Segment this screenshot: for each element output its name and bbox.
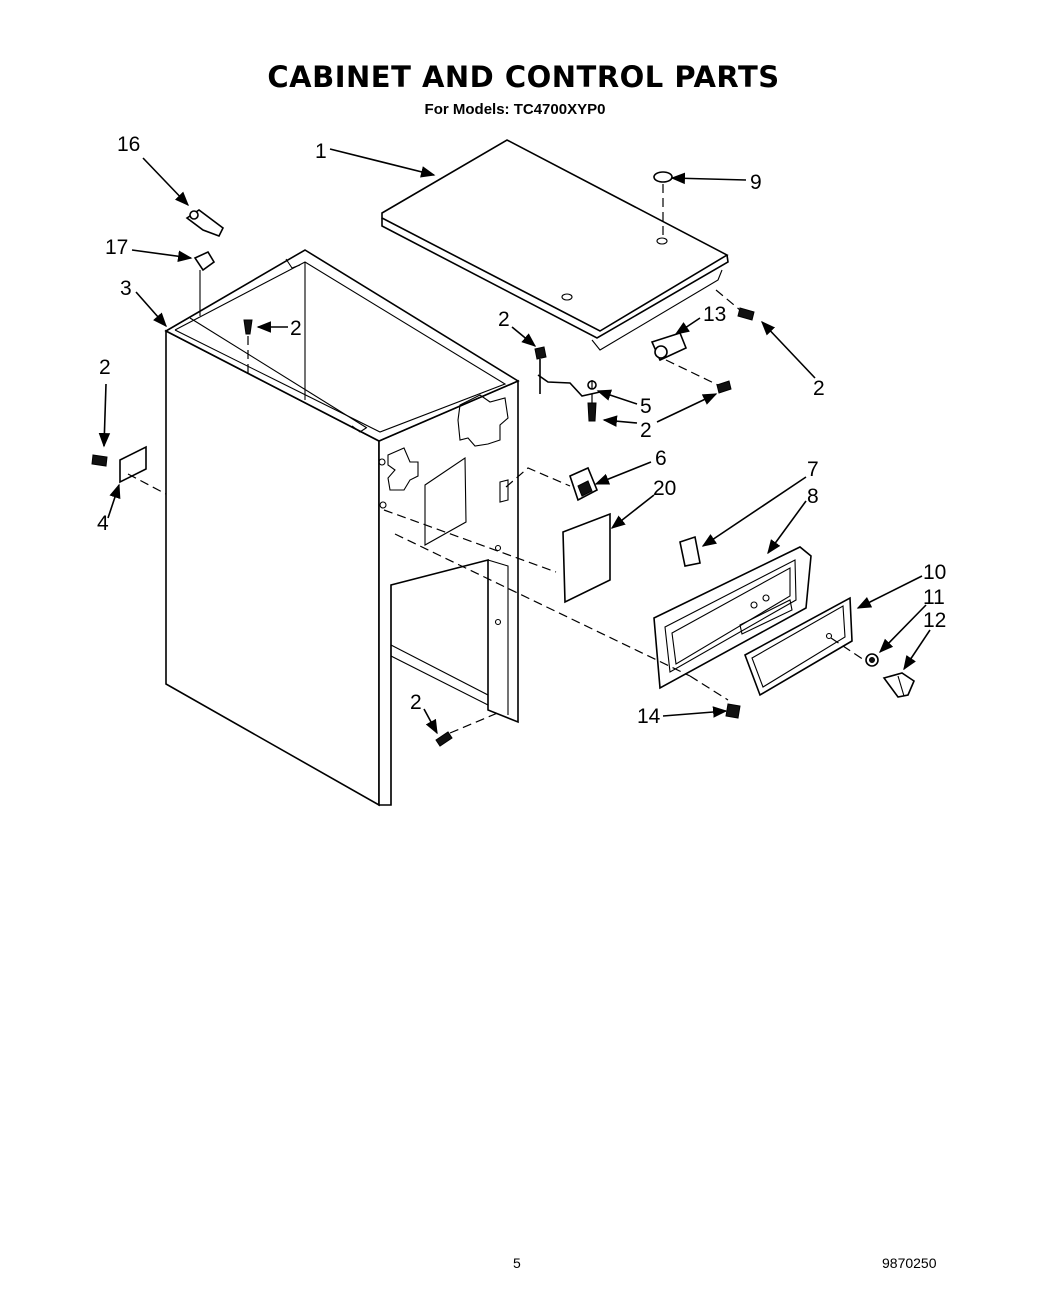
callout-8: 8 xyxy=(807,485,819,508)
callout-14: 14 xyxy=(637,705,661,728)
callout-2: 2 xyxy=(410,691,422,714)
clip-fastener xyxy=(185,209,225,238)
callout-11: 11 xyxy=(923,586,945,609)
page-title: CABINET AND CONTROL PARTS xyxy=(267,60,780,94)
callout-12: 12 xyxy=(923,609,946,632)
console-lens xyxy=(744,596,865,697)
callout-5: 5 xyxy=(640,395,652,418)
leader-lines xyxy=(98,148,931,735)
cabinet-top xyxy=(381,139,729,351)
rocker-switch xyxy=(505,466,599,502)
callout-4: 4 xyxy=(97,512,109,535)
screw xyxy=(587,380,597,422)
callout-17: 17 xyxy=(105,236,128,259)
callout-2: 2 xyxy=(498,308,510,331)
callout-6: 6 xyxy=(655,447,667,470)
bracket-clip xyxy=(537,374,601,397)
control-console xyxy=(394,533,812,701)
cabinet xyxy=(164,249,520,807)
spacer xyxy=(865,653,879,667)
corner-bracket xyxy=(119,445,167,495)
control-knob xyxy=(882,672,915,698)
callout-16: 16 xyxy=(117,133,140,156)
callout-20: 20 xyxy=(653,477,676,500)
callout-10: 10 xyxy=(923,561,946,584)
selector-knob xyxy=(679,535,701,567)
callout-1: 1 xyxy=(315,140,327,163)
screw xyxy=(534,346,547,394)
screw xyxy=(715,289,755,321)
models-subtitle: For Models: TC4700XYP0 xyxy=(424,101,606,118)
screw xyxy=(91,454,108,467)
callout-9: 9 xyxy=(750,171,762,194)
screw xyxy=(435,711,501,747)
callout-2: 2 xyxy=(813,377,825,400)
bumper xyxy=(193,250,216,316)
page-number: 5 xyxy=(513,1255,521,1271)
screw xyxy=(716,380,732,394)
callout-2: 2 xyxy=(640,419,652,442)
callout-3: 3 xyxy=(120,277,132,300)
callout-7: 7 xyxy=(807,458,819,481)
callout-2: 2 xyxy=(99,356,111,379)
callout-13: 13 xyxy=(703,303,726,326)
document-number: 9870250 xyxy=(882,1255,937,1271)
screw xyxy=(243,319,253,375)
screw xyxy=(725,703,741,719)
control-cover-plate xyxy=(383,509,611,604)
hinge-bracket xyxy=(650,332,721,387)
callout-2: 2 xyxy=(290,317,302,340)
